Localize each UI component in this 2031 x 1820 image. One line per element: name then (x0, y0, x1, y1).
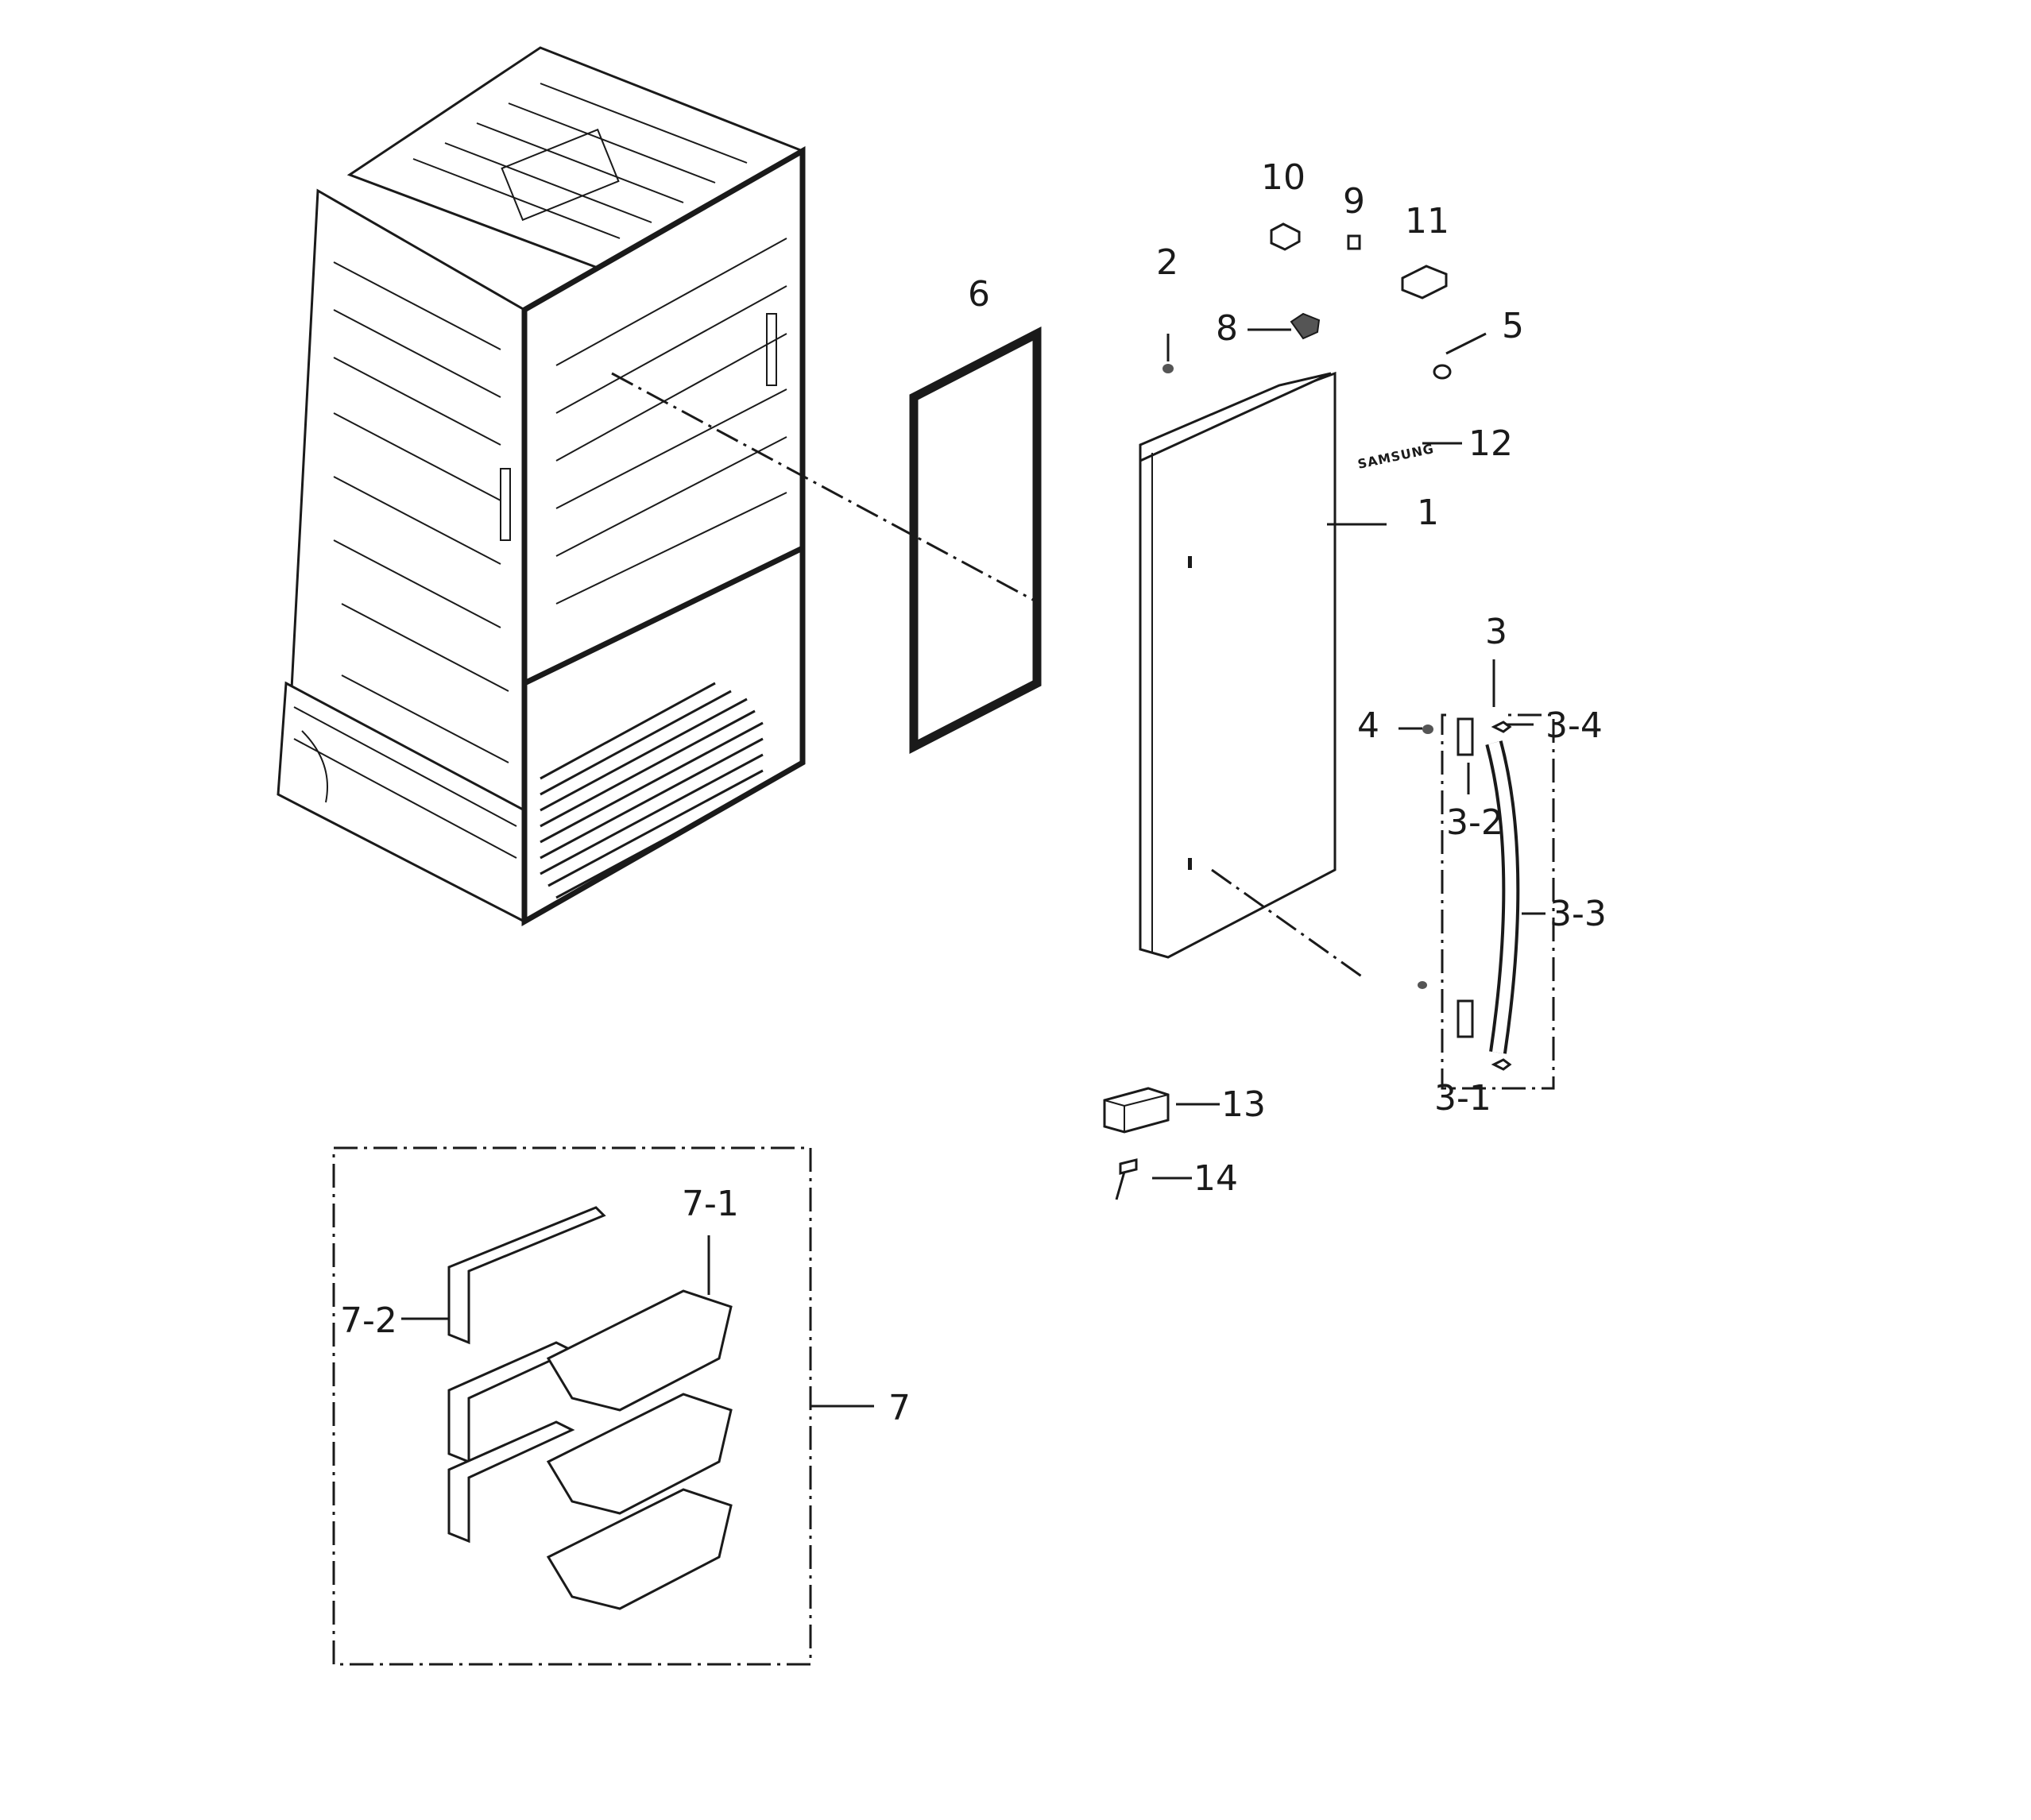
part-4-screw (1418, 725, 1433, 989)
part-5-cap (1433, 364, 1452, 380)
label-3: 3 (1485, 612, 1507, 652)
label-1: 1 (1417, 493, 1439, 533)
assembly-leader-line (611, 372, 1034, 601)
label-7-2: 7-2 (340, 1300, 397, 1341)
svg-text:SAMSUNG: SAMSUNG (1356, 441, 1436, 472)
part-14-screw (1115, 1158, 1138, 1200)
refrigerator-cabinet (277, 46, 806, 927)
label-4: 4 (1357, 705, 1379, 746)
label-8: 8 (1216, 308, 1238, 349)
bin-7-2 (447, 1206, 606, 1544)
label-3-4: 3-4 (1545, 705, 1603, 746)
label-3-1: 3-1 (1434, 1078, 1491, 1119)
part-labels: 1 2 3 3-1 3-2 3-3 3-4 4 5 6 7 7-1 7-2 8 … (340, 157, 1607, 1428)
part-10-hinge-cap (1270, 222, 1301, 251)
label-12: 12 (1468, 423, 1513, 464)
part-11-hinge (1401, 265, 1448, 299)
part-9-pin (1347, 234, 1361, 250)
door-bins-group (332, 1146, 812, 1666)
label-7: 7 (888, 1388, 911, 1428)
label-3-2: 3-2 (1446, 802, 1503, 843)
label-14: 14 (1193, 1158, 1238, 1199)
bin-7-1 (546, 1289, 733, 1610)
label-3-3: 3-3 (1549, 894, 1607, 934)
part-13-box (1103, 1087, 1170, 1134)
label-9: 9 (1343, 181, 1365, 222)
label-6: 6 (968, 274, 990, 315)
handle-screw-leader (1211, 868, 1364, 979)
door-gasket (909, 326, 1042, 755)
part-8-bracket (1290, 312, 1321, 340)
label-5: 5 (1502, 306, 1524, 346)
label-7-1: 7-1 (682, 1184, 739, 1224)
label-13: 13 (1221, 1084, 1266, 1125)
label-11: 11 (1405, 201, 1449, 242)
label-2: 2 (1156, 242, 1178, 283)
label-10: 10 (1261, 157, 1306, 198)
part-2-bushing (1163, 364, 1174, 373)
part-12-logo: SAMSUNG (1356, 441, 1436, 472)
fridge-door (1139, 371, 1337, 959)
handle-assembly (1441, 713, 1555, 1090)
leader-lines (401, 328, 1545, 1408)
